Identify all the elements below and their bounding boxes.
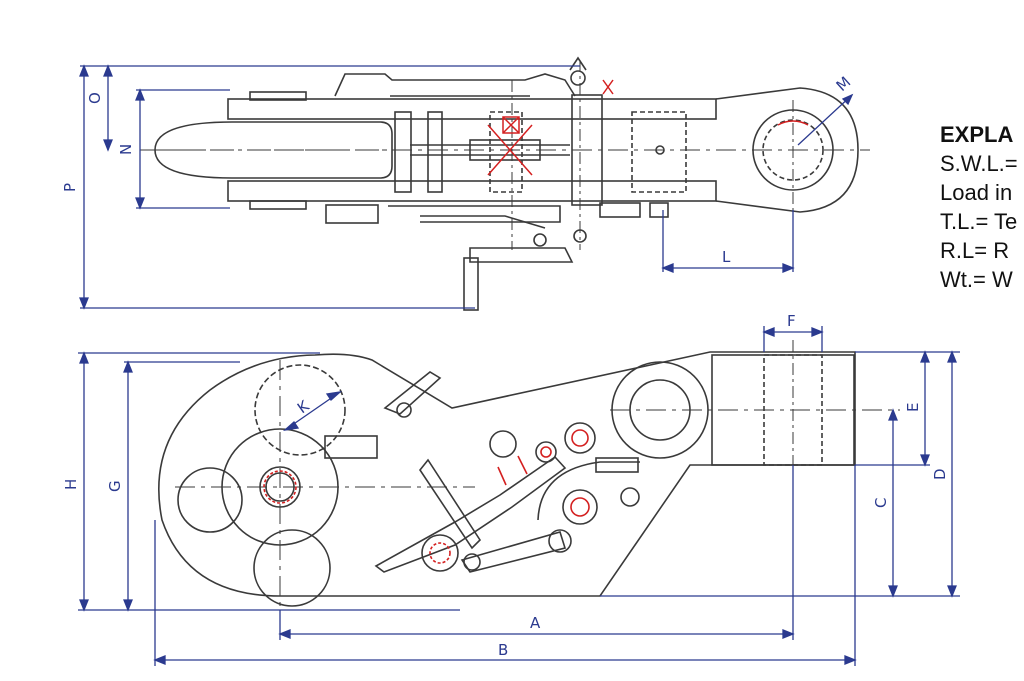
top-view-dimensions — [79, 64, 854, 310]
upper-side-plate — [227, 98, 717, 120]
dim-label-c: C — [872, 498, 890, 508]
legend-line: Load in — [940, 180, 1013, 205]
dim-label-h: H — [62, 479, 80, 490]
dim-label-g: G — [106, 480, 124, 492]
dim-label-k: K — [294, 396, 313, 417]
legend-line: R.L= R — [940, 238, 1010, 263]
legend-line: T.L.= Te — [940, 209, 1018, 234]
dim-label-m: M — [833, 73, 855, 95]
dim-label-l: L — [722, 248, 731, 266]
dim-label-b: B — [498, 641, 508, 659]
lug-hole — [762, 119, 824, 181]
lower-side-plate — [227, 180, 717, 202]
dim-label-e: E — [904, 403, 922, 412]
side-view-dimensions — [78, 326, 960, 666]
top-view-markers — [487, 79, 809, 176]
legend-line: Wt.= W — [940, 267, 1013, 292]
legend-line: S.W.L.= — [940, 151, 1018, 176]
dim-label-f: F — [787, 312, 796, 330]
end-lug — [715, 87, 859, 213]
dim-label-o: O — [86, 92, 104, 104]
legend-title: EXPLA — [940, 122, 1014, 147]
dim-label-n: N — [117, 144, 135, 155]
side-view-markers — [263, 429, 590, 564]
dim-label-p: P — [61, 183, 79, 192]
top-view — [140, 56, 870, 311]
hook-body — [158, 351, 856, 597]
legend: EXPLA S.W.L.= Load in T.L.= Te R.L= R Wt… — [940, 120, 1018, 294]
dim-label-a: A — [530, 614, 541, 632]
hook-shank — [154, 121, 393, 179]
dim-label-d: D — [931, 468, 949, 480]
side-view — [158, 340, 900, 610]
